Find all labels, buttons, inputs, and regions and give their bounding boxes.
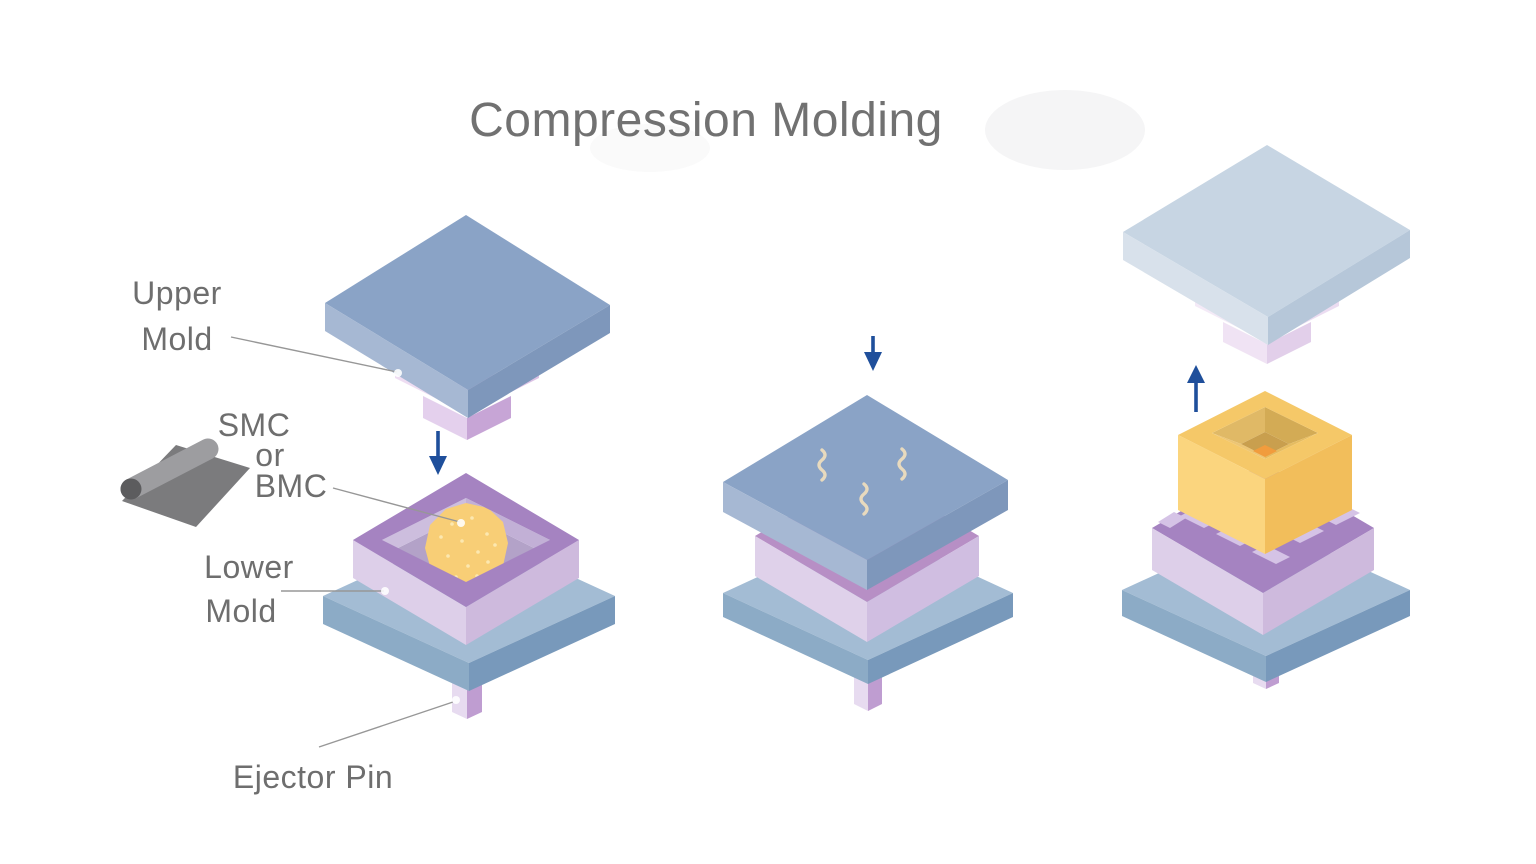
stage-1-charge-loaded: Upper Mold SMC or BMC Lower Mold Ejector… xyxy=(120,215,615,795)
smc-roll-icon xyxy=(120,438,250,527)
ejector-pin-label: Ejector Pin xyxy=(233,759,393,795)
background-smudge xyxy=(985,90,1145,170)
material-label-line3: BMC xyxy=(255,468,328,504)
lower-mold-label-line1: Lower xyxy=(204,549,294,585)
material-label-line1: SMC xyxy=(218,407,291,443)
material-label-line2: or xyxy=(255,437,284,473)
upper-mold-label-line1: Upper xyxy=(132,275,222,311)
page-title: Compression Molding xyxy=(469,94,943,147)
lower-mold-icon xyxy=(323,473,615,719)
background-smudge xyxy=(590,124,710,172)
upper-mold-retracted-icon xyxy=(1123,145,1410,364)
molded-part-icon xyxy=(1178,391,1352,554)
closed-mold-icon xyxy=(723,395,1013,711)
mold-rim xyxy=(353,473,579,607)
press-down-arrow-icon xyxy=(429,431,447,475)
lower-mold-label-line2: Mold xyxy=(205,593,276,629)
stage-3-part-ejected xyxy=(1122,145,1410,689)
press-down-arrow-icon xyxy=(864,336,882,371)
eject-up-arrow-icon xyxy=(1187,365,1205,412)
stage-2-mold-closed-heated xyxy=(723,336,1013,711)
leader-lines xyxy=(230,336,465,748)
upper-mold-icon xyxy=(325,215,610,440)
upper-mold-label-line2: Mold xyxy=(141,321,212,357)
